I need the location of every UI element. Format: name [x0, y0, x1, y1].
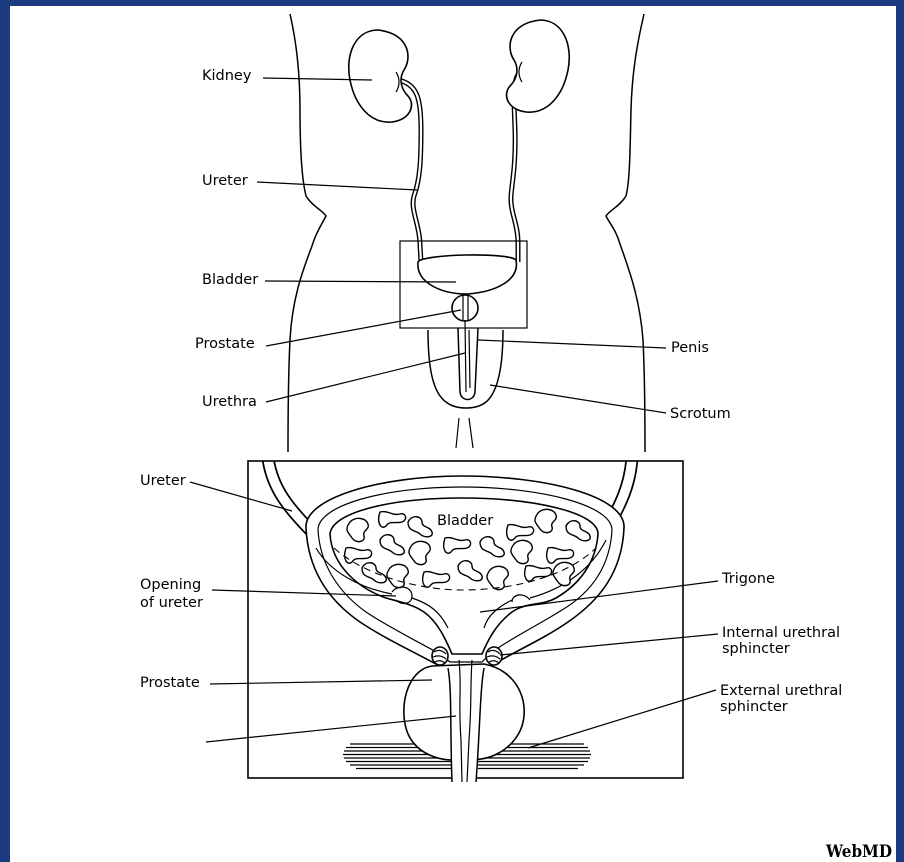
scrotum-pointer	[490, 385, 666, 413]
penis-shaft	[458, 328, 478, 400]
label-trigone: Trigone	[721, 571, 775, 587]
bladder	[418, 255, 517, 294]
webmd-logo: WebMD	[825, 842, 892, 862]
label-opening-of-ureter-line2: of ureter	[140, 595, 203, 611]
label-detail-ureter: Ureter	[140, 473, 186, 489]
ureter-pointer	[257, 182, 417, 190]
leg-outline-right	[469, 418, 473, 448]
label-opening-of-ureter-line1: Opening	[140, 577, 201, 593]
detail-prostate-pointer	[210, 680, 432, 684]
label-detail-bladder: Bladder	[437, 513, 493, 529]
penile-urethra-right	[469, 330, 470, 388]
left-kidney	[349, 30, 412, 122]
label-detail-prostate: Prostate	[140, 675, 200, 691]
external-sphincter-pointer	[528, 690, 716, 748]
urethra-pointer	[266, 353, 465, 402]
leg-outline-left	[456, 418, 459, 448]
overview-diagram: Kidney Ureter Bladder Prostate Urethra P…	[195, 14, 731, 452]
label-penis: Penis	[671, 340, 709, 356]
body-outline-right	[606, 14, 645, 452]
label-ureter: Ureter	[202, 173, 248, 189]
urethra	[448, 660, 484, 782]
label-urethra: Urethra	[202, 394, 257, 410]
label-kidney: Kidney	[202, 68, 252, 84]
penis-pointer	[478, 340, 666, 348]
bladder-detail-diagram: Ureter Bladder Opening of ureter Trigone…	[140, 458, 842, 782]
label-external-sphincter-line1: External urethral	[720, 683, 842, 699]
label-internal-sphincter-line2: sphincter	[722, 641, 790, 657]
label-internal-sphincter-line1: Internal urethral	[722, 625, 840, 641]
body-outline-left	[288, 14, 326, 452]
penile-urethra-left	[465, 320, 466, 392]
label-prostate: Prostate	[195, 336, 255, 352]
label-bladder: Bladder	[202, 272, 258, 288]
label-external-sphincter-line2: sphincter	[720, 699, 788, 715]
prostate	[452, 295, 478, 321]
right-kidney	[507, 20, 570, 112]
label-scrotum: Scrotum	[670, 406, 731, 422]
